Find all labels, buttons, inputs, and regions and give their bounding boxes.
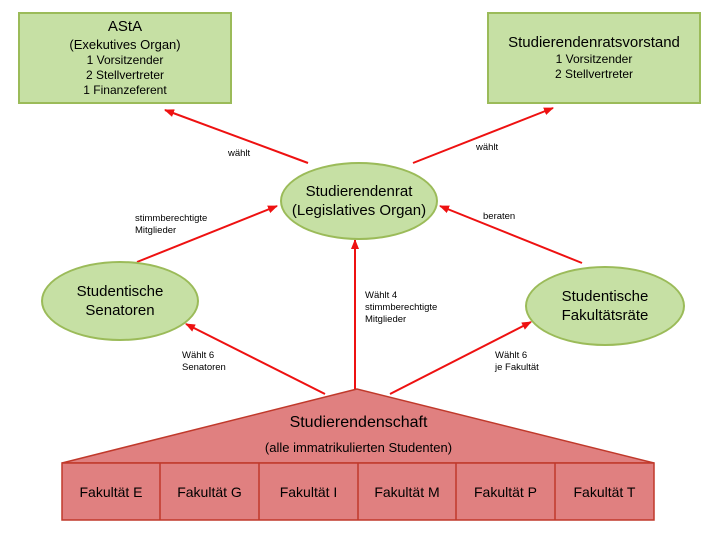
label-line: Senatoren — [182, 361, 226, 373]
faculty-cell-p: Fakultät P — [473, 483, 538, 500]
arrow-rat-to-asta — [164, 109, 309, 164]
asta-line: 1 Finanzeferent — [83, 83, 167, 97]
faculty-cell-t: Fakultät T — [573, 483, 636, 500]
faculty-cell-i: Fakultät I — [279, 483, 338, 500]
studierendenrat-ellipse: Studierendenrat (Legislatives Organ) — [280, 162, 438, 240]
faculty-cell-e: Fakultät E — [79, 483, 143, 500]
arrow-schaft-to-senatoren — [185, 323, 326, 395]
label-waehlt4: Wählt 4 stimmberechtigte Mitglieder — [365, 290, 437, 326]
vorstand-line: 1 Vorsitzender — [555, 52, 633, 67]
asta-subtitle: (Exekutives Organ) — [69, 36, 181, 52]
label-line: Mitglieder — [135, 224, 177, 236]
label-waehlt6-senatoren: Wählt 6 Senatoren — [182, 350, 226, 374]
senatoren-line1: Studentische — [76, 282, 164, 300]
asta-line: 2 Stellvertreter — [85, 68, 165, 82]
vorstand-title: Studierendenratsvorstand — [508, 33, 680, 51]
studierendenrat-name: Studierendenrat — [305, 182, 413, 200]
label-line: Mitglieder — [365, 313, 407, 325]
label-waehlt-asta: wählt — [228, 148, 251, 159]
asta-title: AStA — [107, 18, 143, 35]
fakultaetsraete-line1: Studentische — [561, 287, 649, 305]
label-line: Wählt 6 — [495, 350, 528, 361]
vorstand-box: Studierendenratsvorstand 1 Vorsitzender … — [487, 12, 701, 104]
label-line: stimmberechtigte — [135, 213, 208, 224]
label-waehlt-vorstand: wählt — [476, 142, 499, 153]
studierendenschaft-subtitle: (alle immatrikulierten Studenten) — [264, 440, 453, 455]
label-waehlt6-fakultaet: Wählt 6 je Fakultät — [495, 350, 539, 374]
arrow-rat-to-vorstand — [412, 107, 554, 164]
arrow-schaft-to-fakultaetsraete — [389, 321, 532, 395]
label-line: stimmberechtigte — [365, 301, 438, 313]
senatoren-ellipse: Studentische Senatoren — [41, 261, 199, 341]
faculty-cell-m: Fakultät M — [374, 483, 440, 500]
studierendenschaft-title: Studierendenschaft — [289, 414, 428, 431]
label-beraten: beraten — [483, 211, 516, 222]
arrow-fakultaetsraete-to-rat — [439, 205, 583, 264]
label-line: je Fakultät — [495, 361, 539, 373]
vorstand-line: 2 Stellvertreter — [554, 67, 634, 82]
label-line: Wählt 6 — [182, 350, 215, 361]
asta-box: AStA (Exekutives Organ) 1 Vorsitzender 2… — [18, 12, 232, 104]
senatoren-line2: Senatoren — [85, 302, 155, 319]
fakultaetsraete-line2: Fakultätsräte — [561, 307, 649, 324]
label-stimmberechtigte: stimmberechtigte Mitglieder — [135, 213, 207, 237]
asta-line: 1 Vorsitzender — [86, 53, 164, 67]
studierendenrat-role: (Legislatives Organ) — [291, 202, 427, 219]
fakultaetsraete-ellipse: Studentische Fakultätsräte — [525, 266, 685, 346]
faculty-cell-g: Fakultät G — [177, 483, 242, 500]
label-line: Wählt 4 — [365, 290, 398, 301]
arrow-senatoren-to-rat — [136, 205, 278, 263]
